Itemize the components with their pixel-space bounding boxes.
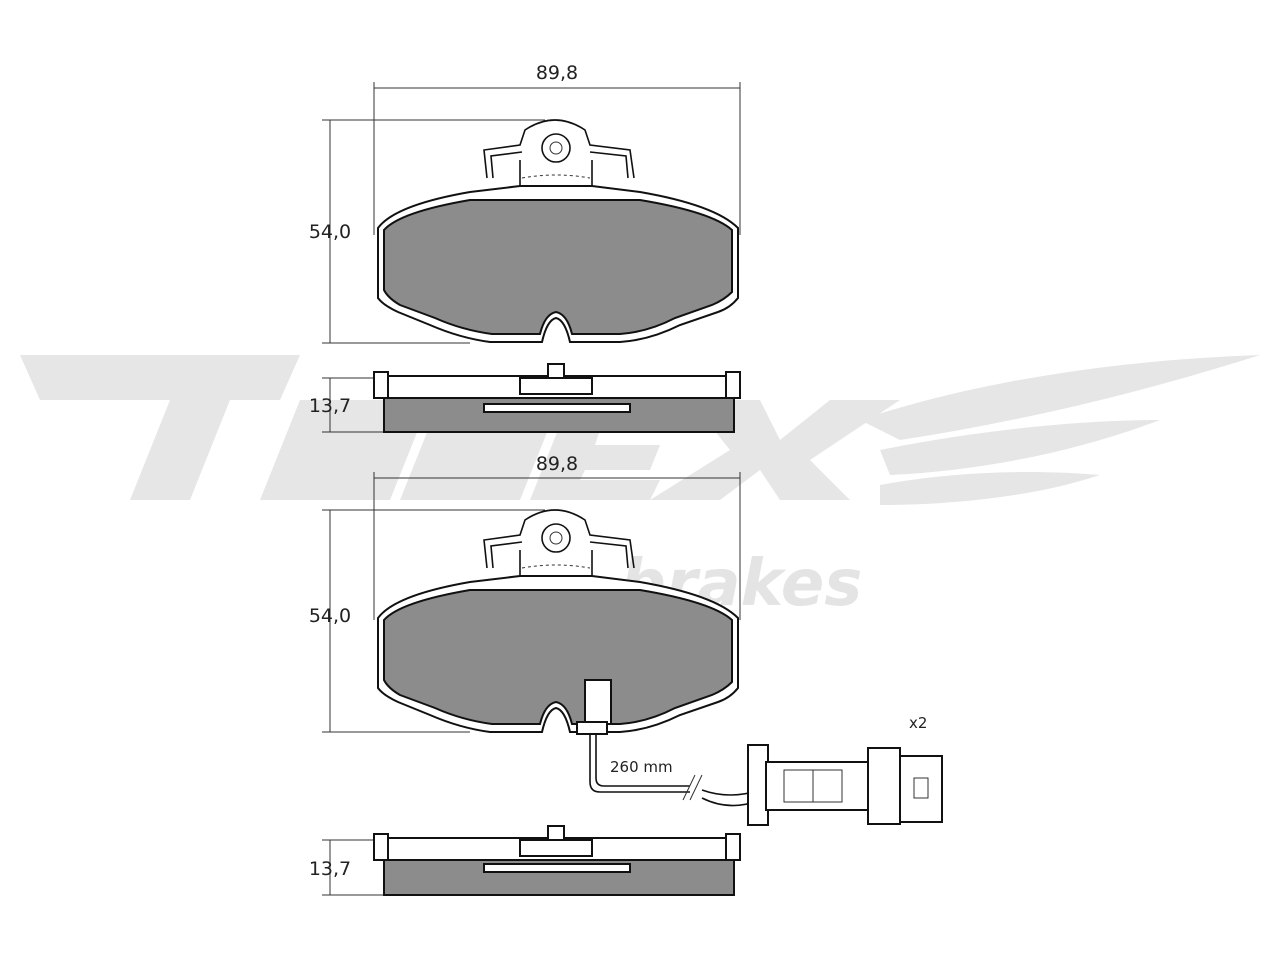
bottom-pad-width-label: 89,8 [536, 453, 578, 475]
bottom-pad-height-label: 54,0 [309, 605, 351, 627]
top-pad-spring-clip [483, 119, 635, 186]
top-pad-thickness-label: 13,7 [309, 395, 351, 417]
bottom-pad-thickness-label: 13,7 [309, 858, 351, 880]
wear-sensor [576, 679, 943, 826]
bottom-pad-side-view: 13,7 [309, 825, 741, 896]
top-pad-height-label: 54,0 [309, 221, 351, 243]
bottom-pad-spring-clip [483, 509, 635, 576]
sensor-length-label: 260 mm [610, 758, 673, 776]
bottom-pad-friction-material [383, 589, 733, 725]
top-pad-side-view: 13,7 [309, 363, 741, 433]
bottom-pad-front-view: 89,8 54,0 [309, 453, 943, 826]
top-pad-width-label: 89,8 [536, 62, 578, 84]
top-pad-front-view: 89,8 54,0 [309, 62, 741, 344]
quantity-label: x2 [909, 714, 927, 732]
top-pad-friction-material [383, 199, 733, 335]
